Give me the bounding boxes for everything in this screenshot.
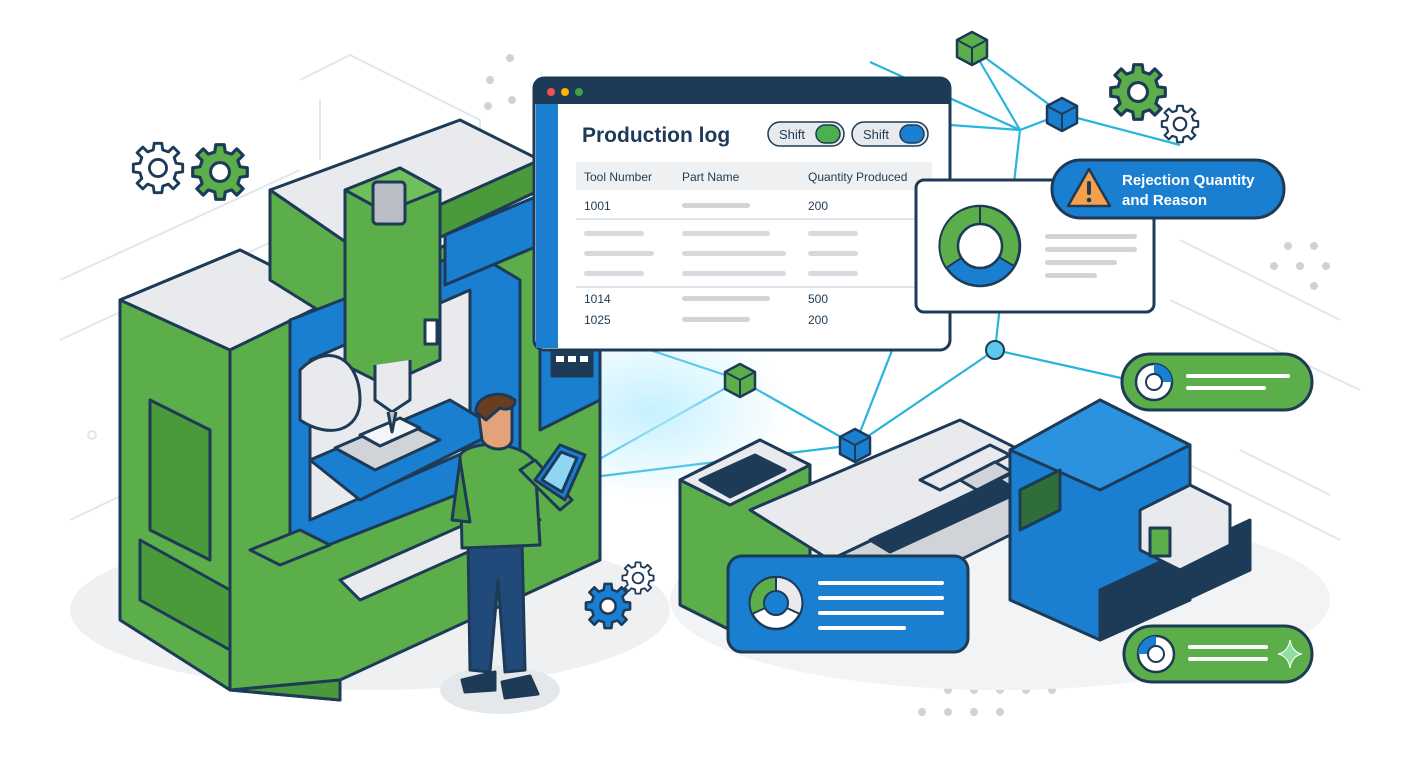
shift-toggle[interactable]: Shift xyxy=(851,121,929,147)
quantity-cell: 200 xyxy=(808,199,828,213)
table-row[interactable]: 1001 200 xyxy=(584,199,828,213)
tool-number-cell: 1025 xyxy=(584,313,611,327)
operator-person xyxy=(450,392,587,700)
part-name-placeholder xyxy=(682,203,750,208)
gear-icon xyxy=(621,561,655,595)
gear-icon xyxy=(1160,104,1200,144)
column-header: Quantity Produced xyxy=(808,170,907,184)
rejection-alert-badge[interactable]: Rejection Quantity and Reason xyxy=(1050,158,1286,220)
sparkle-icon xyxy=(1277,639,1303,669)
placeholder-rows xyxy=(584,231,858,276)
cube-icon xyxy=(723,362,757,399)
cube-icon xyxy=(838,427,872,464)
gear-icon xyxy=(1109,63,1167,121)
shift-toggle-label: Shift xyxy=(863,127,889,142)
shift-toggle[interactable]: Shift xyxy=(767,121,845,147)
column-header: Tool Number xyxy=(584,170,652,184)
table-row[interactable]: 1025 200 xyxy=(584,313,828,327)
cube-icon xyxy=(955,30,989,67)
gear-icon xyxy=(191,143,249,201)
alert-title-line2: and Reason xyxy=(1122,192,1207,209)
summary-card xyxy=(726,554,970,654)
status-pill xyxy=(1122,624,1314,684)
production-log-panel: Production log Shift Shift Tool Number P… xyxy=(532,76,952,352)
alert-title-line1: Rejection Quantity xyxy=(1122,172,1255,189)
person-shadow xyxy=(440,666,560,714)
gear-icon xyxy=(584,582,632,630)
tool-number-cell: 1014 xyxy=(584,292,611,306)
window-dot-yellow xyxy=(561,88,569,96)
shift-toggle-label: Shift xyxy=(779,127,805,142)
column-header: Part Name xyxy=(682,170,740,184)
gear-icon xyxy=(131,141,185,195)
page-title: Production log xyxy=(582,124,730,147)
network-node xyxy=(985,340,1005,360)
part-name-placeholder xyxy=(682,317,750,322)
cube-icon xyxy=(1045,96,1079,133)
table-row[interactable]: 1014 500 xyxy=(584,292,828,306)
quantity-cell: 200 xyxy=(808,313,828,327)
part-name-placeholder xyxy=(682,296,770,301)
status-pill xyxy=(1120,352,1314,412)
quantity-cell: 500 xyxy=(808,292,828,306)
conveyor-system xyxy=(678,398,1252,642)
table-header xyxy=(576,162,932,190)
tool-number-cell: 1001 xyxy=(584,199,611,213)
window-dot-red xyxy=(547,88,555,96)
window-dot-green xyxy=(575,88,583,96)
